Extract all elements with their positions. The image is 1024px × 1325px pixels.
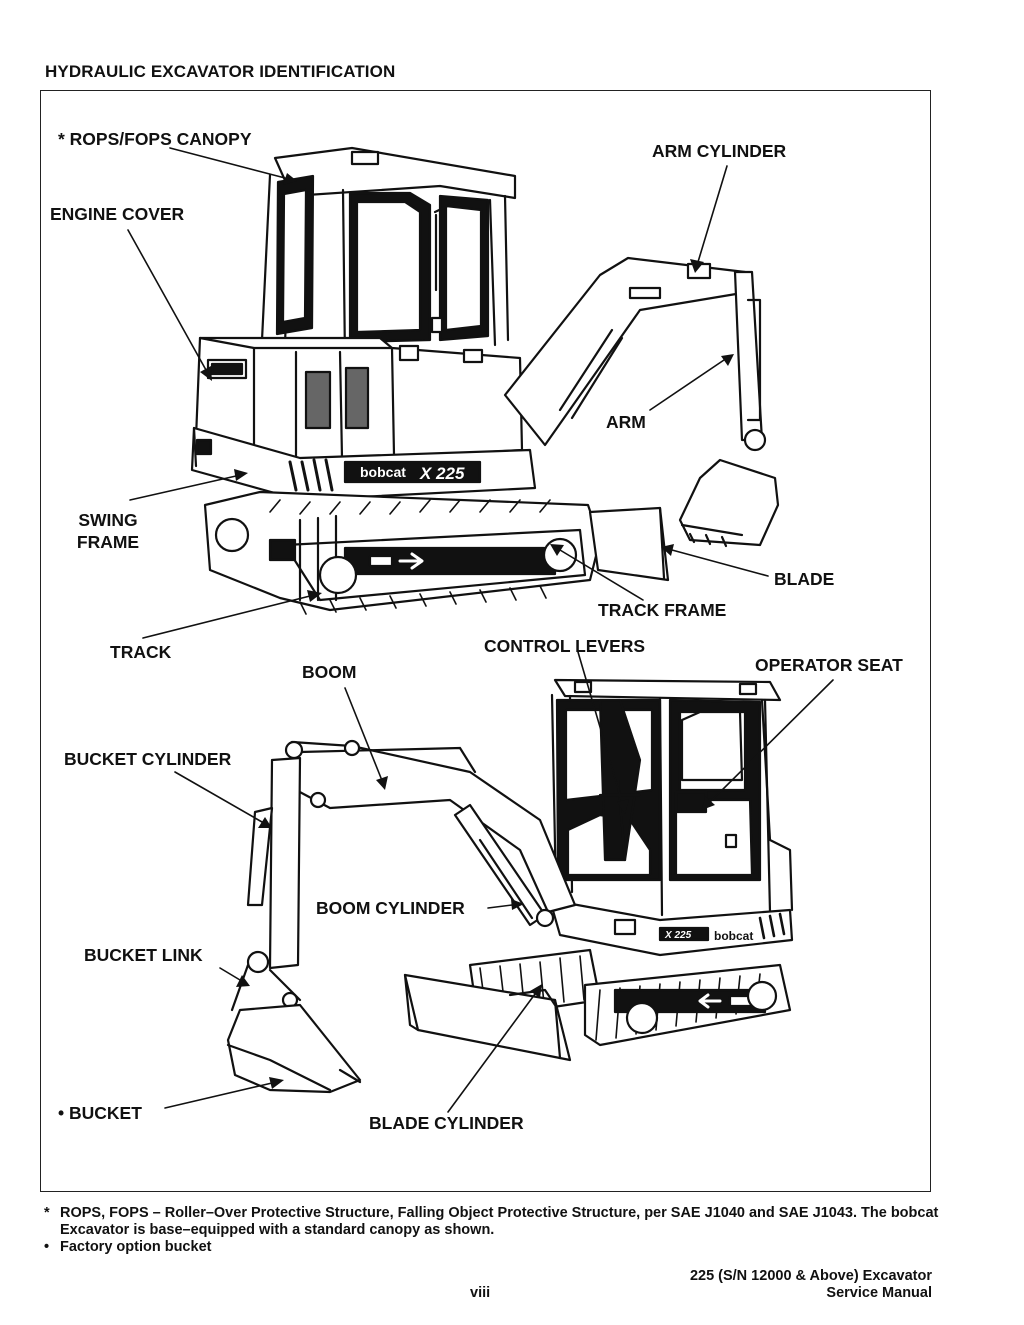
bottom-excavator-drawing: bobcat X 225 <box>226 678 794 1094</box>
callout-bucket: • BUCKET <box>58 1103 142 1123</box>
figure-frame <box>40 90 931 1192</box>
callout-arm: ARM <box>606 412 646 432</box>
callout-blade: BLADE <box>774 569 835 589</box>
top-model-decal: X 225 <box>419 464 465 483</box>
footnote-rops-fops: * ROPS, FOPS – Roller–Over Protective St… <box>44 1205 944 1239</box>
footnote-text-factory-option: Factory option bucket <box>60 1239 212 1255</box>
footer-manual-title: 225 (S/N 12000 & Above) Excavator Servic… <box>690 1268 932 1302</box>
footnote-mark-asterisk: * <box>44 1205 50 1221</box>
leader-lines <box>127 147 834 1113</box>
callout-bucket-link: BUCKET LINK <box>84 945 203 965</box>
footnote-factory-option: • Factory option bucket <box>44 1239 944 1256</box>
bottom-brand-decal: bobcat <box>714 929 753 943</box>
top-brand-decal: bobcat <box>360 464 406 480</box>
page-number: viii <box>470 1285 491 1301</box>
footnotes: * ROPS, FOPS – Roller–Over Protective St… <box>44 1205 944 1256</box>
footnote-text-rops-fops: ROPS, FOPS – Roller–Over Protective Stru… <box>60 1205 939 1238</box>
callout-engine-cover: ENGINE COVER <box>50 204 185 224</box>
callout-boom-cylinder: BOOM CYLINDER <box>316 898 465 918</box>
callout-blade-cylinder: BLADE CYLINDER <box>369 1113 524 1133</box>
top-excavator-drawing: bobcat X 225 <box>190 146 780 615</box>
callout-track-frame: TRACK FRAME <box>598 600 727 620</box>
callout-track: TRACK <box>110 642 172 662</box>
callout-operator-seat: OPERATOR SEAT <box>755 655 903 675</box>
arrowheads <box>200 173 734 1089</box>
callout-swing-frame-line2: FRAME <box>76 532 140 552</box>
callout-rops-fops-canopy: * ROPS/FOPS CANOPY <box>58 129 252 149</box>
callout-swing-frame: SWING FRAME <box>70 509 146 553</box>
callout-boom: BOOM <box>302 662 357 682</box>
footer-line-1: 225 (S/N 12000 & Above) Excavator <box>689 1268 932 1284</box>
footer-line-2: Service Manual <box>826 1285 932 1301</box>
callout-swing-frame-line1: SWING <box>78 510 138 530</box>
section-title: HYDRAULIC EXCAVATOR IDENTIFICATION <box>45 62 396 81</box>
bottom-model-decal: X 225 <box>664 930 692 941</box>
callout-bucket-cylinder: BUCKET CYLINDER <box>64 749 232 769</box>
footnote-mark-bullet: • <box>44 1239 50 1255</box>
callout-arm-cylinder: ARM CYLINDER <box>652 141 787 161</box>
callout-control-levers: CONTROL LEVERS <box>484 636 646 656</box>
